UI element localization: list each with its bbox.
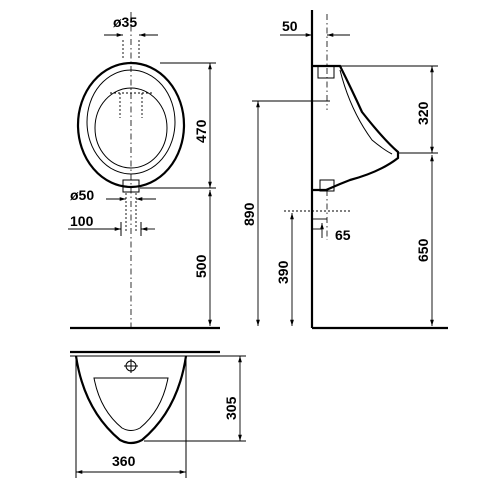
front-view: ø35 470 500 ø50 100 — [68, 12, 220, 330]
top-bowl-outer — [74, 355, 188, 445]
side-outlet-depth-label: 65 — [335, 227, 351, 243]
side-total-height-label: 890 — [241, 202, 257, 226]
side-upper-height-label: 320 — [415, 101, 431, 125]
front-bowl-outer — [76, 61, 186, 189]
top-view: 305 360 — [70, 350, 246, 478]
top-depth-label: 305 — [223, 396, 239, 420]
front-bowl-inner — [94, 87, 168, 169]
side-top-inlet — [317, 65, 335, 79]
side-wall-offset-label: 50 — [282, 18, 298, 34]
top-width-label: 360 — [112, 453, 136, 469]
side-view: 50 320 650 890 390 65 — [241, 10, 448, 330]
front-floor-to-inlet-label: 500 — [193, 254, 209, 278]
front-inlet-offset-label: 100 — [70, 213, 94, 229]
side-floor-to-rim-label: 650 — [415, 238, 431, 262]
side-urinal-profile — [312, 64, 400, 192]
front-outlet-spigot — [122, 179, 140, 193]
front-outlet-diameter-label: ø35 — [113, 14, 137, 30]
front-inlet-diameter-label: ø50 — [70, 187, 94, 203]
front-bowl-rim — [86, 69, 176, 175]
side-floor-to-outlet-label: 390 — [275, 260, 291, 284]
top-bowl-inner — [93, 377, 169, 431]
front-bowl-height-label: 470 — [193, 119, 209, 143]
